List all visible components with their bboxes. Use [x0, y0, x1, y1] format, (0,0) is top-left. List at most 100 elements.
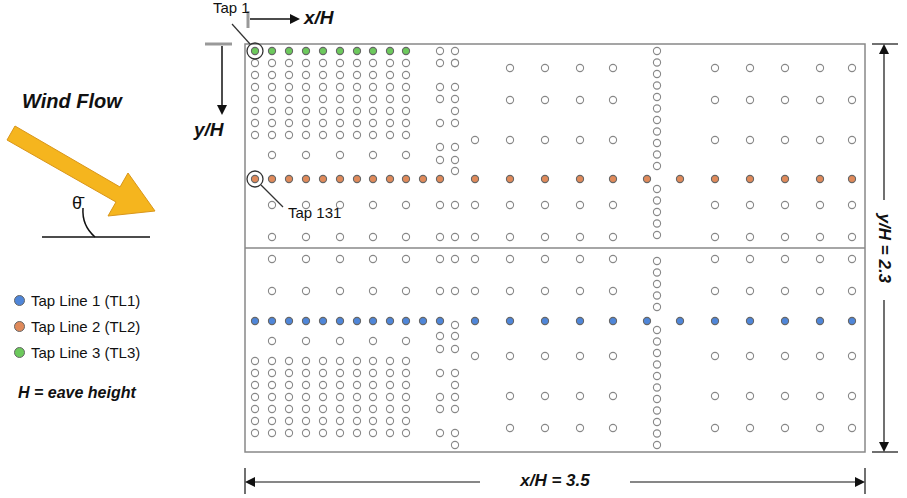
pressure-tap — [402, 151, 409, 158]
pressure-tap — [576, 96, 583, 103]
dim-tick — [864, 468, 865, 494]
pressure-tap — [336, 233, 343, 240]
pressure-tap — [336, 131, 343, 138]
pressure-tap — [653, 395, 660, 402]
pressure-tap — [353, 381, 360, 388]
pressure-tap — [781, 96, 788, 103]
pressure-tap — [285, 417, 292, 424]
pressure-tap — [816, 352, 823, 359]
legend-text: Tap Line 2 (TL2) — [31, 318, 140, 335]
pressure-tap — [268, 131, 275, 138]
pressure-tap — [402, 255, 409, 262]
pressure-tap — [353, 417, 360, 424]
pressure-tap — [285, 95, 292, 102]
pressure-tap — [336, 59, 343, 66]
pressure-tap — [402, 119, 409, 126]
pressure-tap — [402, 107, 409, 114]
pressure-tap — [746, 287, 753, 294]
roof-outline — [245, 44, 865, 452]
x-axis-arrow — [250, 18, 298, 20]
pressure-tap — [336, 357, 343, 364]
pressure-tap — [402, 287, 409, 294]
pressure-tap — [848, 233, 855, 240]
pressure-tap — [369, 369, 376, 376]
pressure-tap — [471, 352, 478, 359]
pressure-tap — [285, 131, 292, 138]
pressure-tap — [268, 417, 275, 424]
pressure-tap — [319, 95, 326, 102]
pressure-tap — [319, 369, 326, 376]
pressure-tap — [451, 167, 458, 174]
pressure-tap — [451, 233, 458, 240]
pressure-tap — [336, 95, 343, 102]
pressure-tap — [302, 47, 309, 54]
pressure-tap — [506, 96, 513, 103]
pressure-tap — [402, 381, 409, 388]
pressure-tap — [816, 233, 823, 240]
callout-label: Tap 1 — [213, 0, 250, 17]
pressure-tap — [436, 83, 443, 90]
pressure-tap — [576, 287, 583, 294]
pressure-tap — [653, 151, 660, 158]
pressure-tap — [336, 287, 343, 294]
pressure-tap — [653, 231, 660, 238]
pressure-tap — [653, 185, 660, 192]
pressure-tap — [816, 255, 823, 262]
pressure-tap — [576, 255, 583, 262]
pressure-tap — [319, 175, 326, 182]
pressure-tap — [386, 405, 393, 412]
pressure-tap — [268, 83, 275, 90]
pressure-tap — [541, 233, 548, 240]
pressure-tap — [353, 131, 360, 138]
pressure-tap — [653, 384, 660, 391]
ridge-line — [245, 247, 865, 249]
pressure-tap — [285, 119, 292, 126]
pressure-tap — [451, 59, 458, 66]
pressure-tap — [436, 317, 443, 324]
pressure-tap — [711, 287, 718, 294]
pressure-tap — [653, 82, 660, 89]
pressure-tap — [506, 233, 513, 240]
pressure-tap — [541, 175, 548, 182]
pressure-tap — [285, 59, 292, 66]
pressure-tap — [386, 175, 393, 182]
pressure-tap — [251, 357, 258, 364]
pressure-tap — [302, 337, 309, 344]
pressure-tap — [848, 424, 855, 431]
pressure-tap — [251, 417, 258, 424]
pressure-tap — [436, 429, 443, 436]
dim-tick — [244, 468, 245, 494]
pressure-tap — [436, 255, 443, 262]
leader-line — [261, 185, 283, 207]
pressure-tap — [268, 317, 275, 324]
pressure-tap — [285, 47, 292, 54]
pressure-tap — [653, 326, 660, 333]
pressure-tap — [369, 381, 376, 388]
pressure-tap — [451, 369, 458, 376]
pressure-tap — [336, 417, 343, 424]
pressure-tap — [336, 317, 343, 324]
pressure-tap — [402, 393, 409, 400]
pressure-tap — [471, 317, 478, 324]
pressure-tap — [711, 233, 718, 240]
legend-text: Tap Line 1 (TL1) — [31, 292, 140, 309]
pressure-tap — [451, 441, 458, 448]
pressure-tap — [386, 381, 393, 388]
pressure-tap — [402, 175, 409, 182]
pressure-tap — [386, 369, 393, 376]
pressure-tap — [653, 59, 660, 66]
pressure-tap — [711, 175, 718, 182]
pressure-tap — [653, 208, 660, 215]
pressure-tap — [319, 357, 326, 364]
pressure-tap — [336, 405, 343, 412]
pressure-tap — [353, 369, 360, 376]
pressure-tap — [576, 136, 583, 143]
pressure-tap — [419, 175, 426, 182]
pressure-tap — [302, 287, 309, 294]
pressure-tap — [268, 337, 275, 344]
pressure-tap — [251, 429, 258, 436]
pressure-tap — [711, 424, 718, 431]
legend-swatch — [14, 347, 25, 358]
pressure-tap — [816, 64, 823, 71]
pressure-tap — [268, 59, 275, 66]
